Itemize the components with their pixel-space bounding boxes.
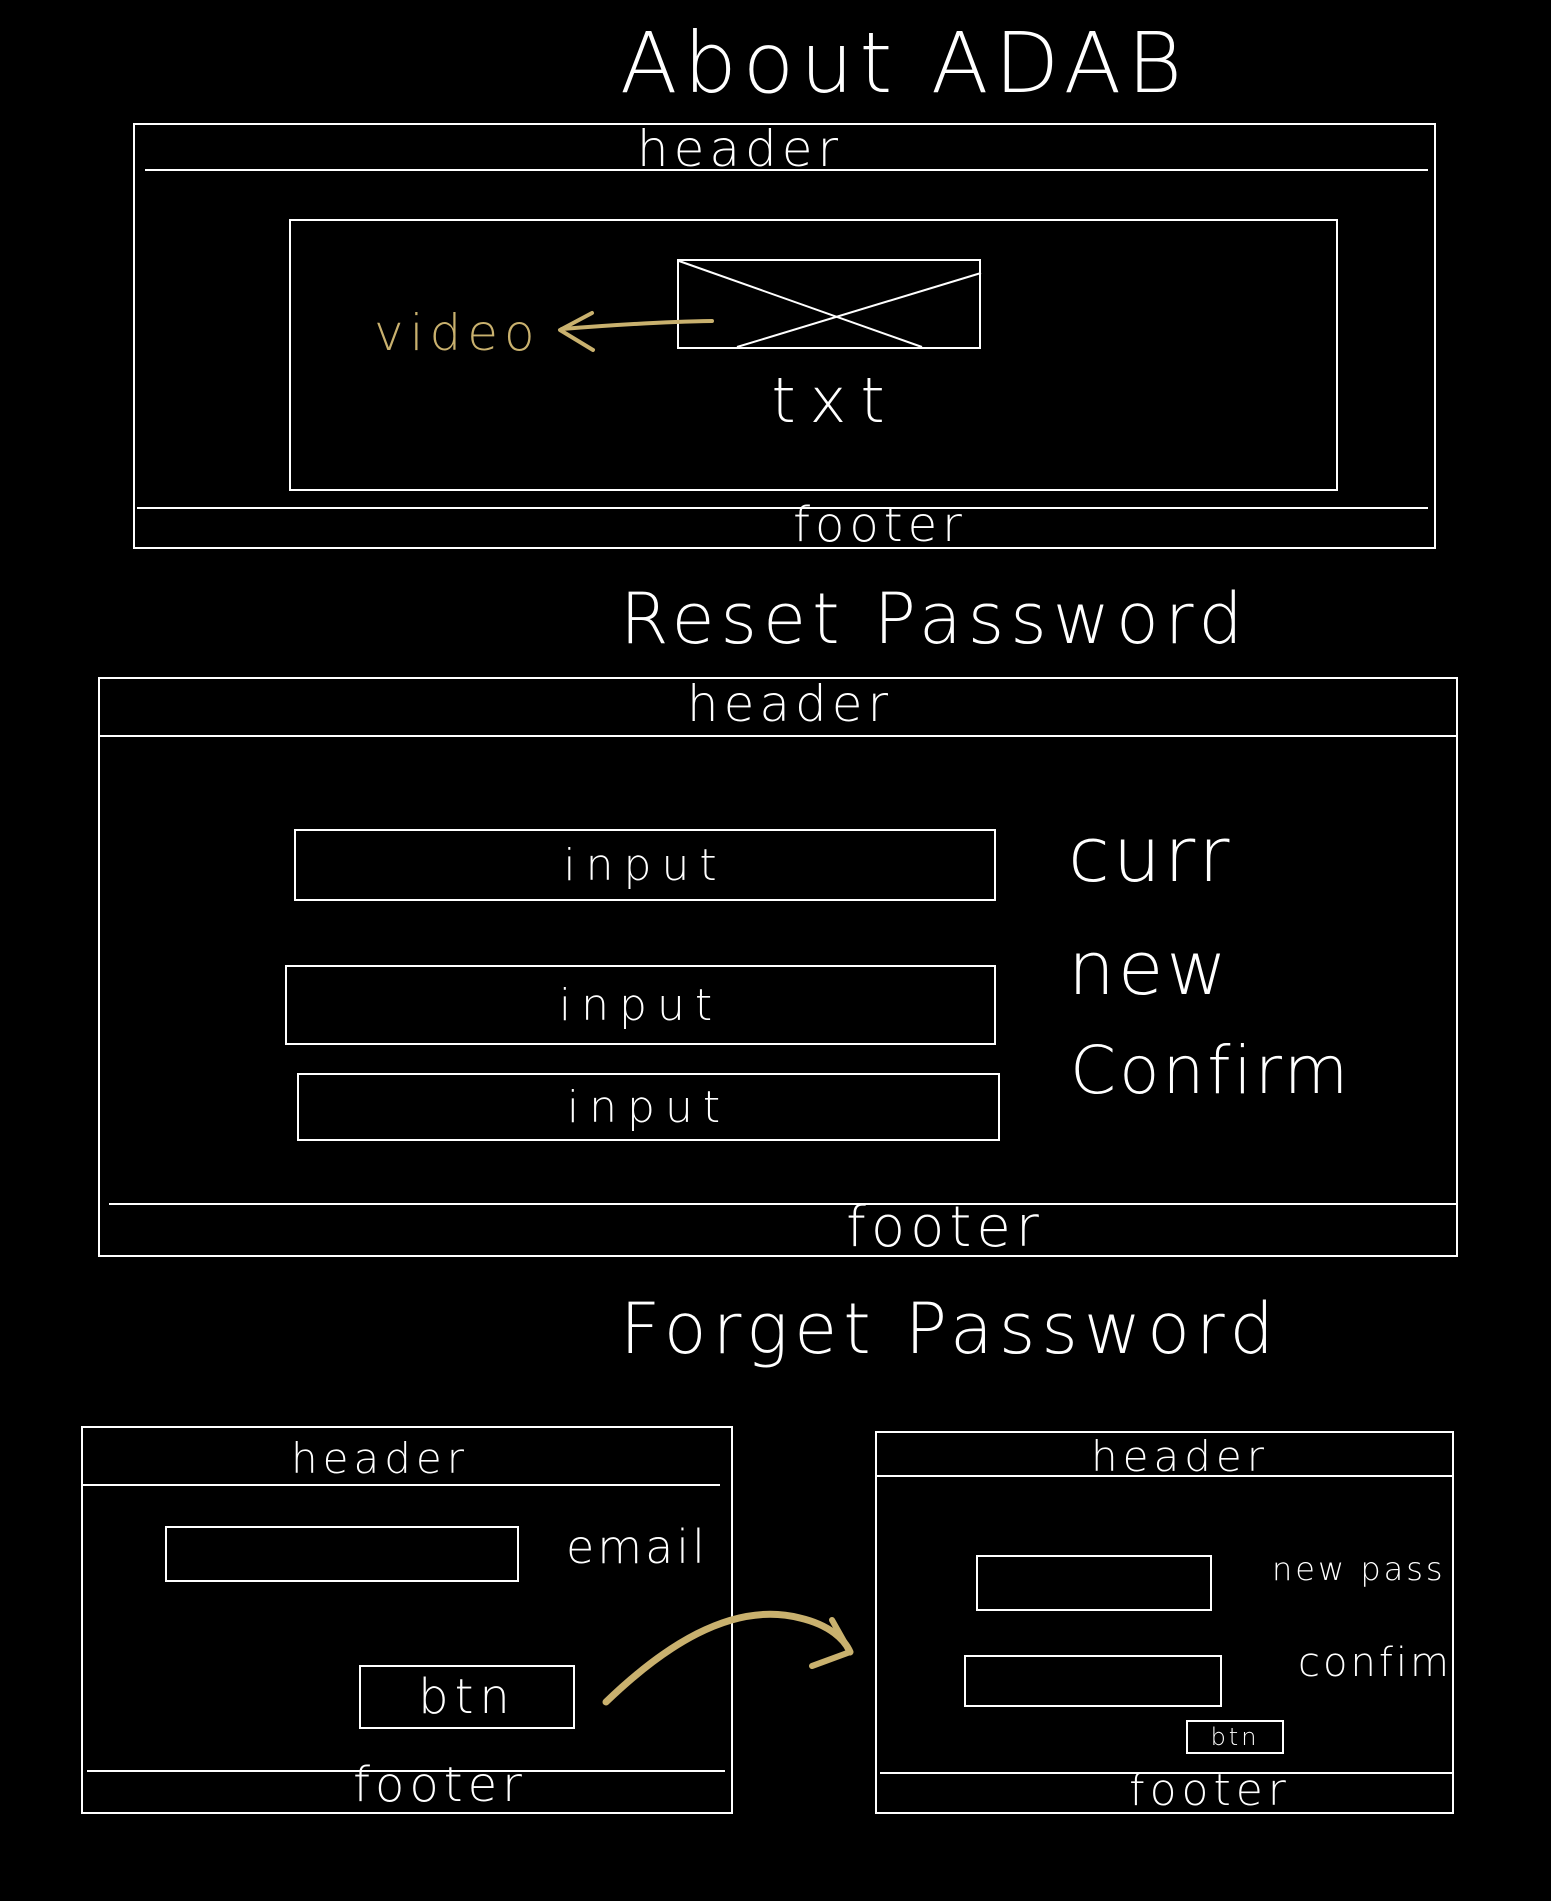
- current-password-label: curr: [1068, 810, 1233, 899]
- confirm-password-input[interactable]: input: [297, 1073, 1000, 1141]
- about-page-frame: [133, 123, 1436, 549]
- video-annotation-label: video: [374, 304, 541, 362]
- about-header-divider: [145, 169, 1428, 171]
- about-header-label: header: [636, 120, 844, 178]
- forget-step2-frame: [875, 1431, 1454, 1814]
- reset-button[interactable]: btn: [1186, 1720, 1284, 1754]
- reset-footer-label: footer: [846, 1195, 1044, 1260]
- reset-header-label: header: [686, 675, 894, 733]
- reset-footer-divider: [109, 1203, 1456, 1205]
- about-footer-label: footer: [793, 497, 967, 553]
- forget-step2-header-divider: [877, 1475, 1452, 1477]
- about-footer-divider: [137, 507, 1428, 509]
- email-label: email: [566, 1520, 708, 1574]
- about-txt-label: txt: [771, 364, 899, 437]
- new-password-input[interactable]: input: [285, 965, 996, 1045]
- reset-page-frame: [98, 677, 1458, 1257]
- current-password-input[interactable]: input: [294, 829, 996, 901]
- confirm-pass-input[interactable]: [964, 1655, 1222, 1707]
- confirm-password-label: Confirm: [1070, 1032, 1352, 1109]
- about-video-placeholder: [677, 259, 981, 349]
- forget-step2-header-label: header: [1091, 1432, 1269, 1481]
- about-content-box: [289, 219, 1338, 491]
- new-pass-label: new pass: [1272, 1550, 1446, 1588]
- new-pass-input[interactable]: [976, 1555, 1212, 1611]
- forget-step1-footer-divider: [87, 1770, 725, 1772]
- about-title: About ADAB: [620, 14, 1189, 112]
- forget-step1-footer-label: footer: [353, 1757, 527, 1813]
- send-button[interactable]: btn: [359, 1665, 575, 1729]
- forget-step2-footer-label: footer: [1129, 1765, 1291, 1816]
- reset-header-divider: [100, 735, 1456, 737]
- new-password-label: new: [1068, 926, 1230, 1012]
- forget-step1-header-label: header: [291, 1434, 469, 1483]
- forget-title: Forget Password: [620, 1288, 1280, 1370]
- reset-title: Reset Password: [620, 578, 1249, 660]
- forget-step2-footer-divider: [880, 1772, 1452, 1774]
- forget-step1-header-divider: [83, 1484, 720, 1486]
- email-input[interactable]: [165, 1526, 519, 1582]
- confirm-pass-label: confim: [1298, 1640, 1452, 1686]
